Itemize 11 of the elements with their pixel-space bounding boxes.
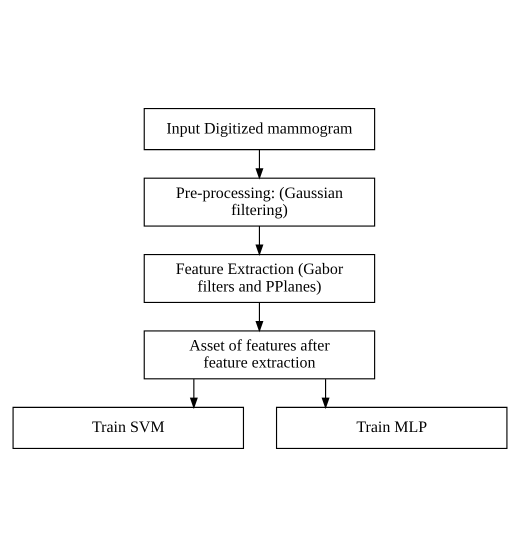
node-box: Train MLP	[276, 406, 508, 448]
node-box: Input Digitized mammogram	[144, 108, 376, 150]
node-box: Feature Extraction (Gabor filters and PPlanes)	[144, 253, 376, 303]
arrow	[255, 302, 264, 332]
node-box: Train SVM	[12, 406, 244, 448]
node-box: Pre-processing: (Gaussian filtering)	[144, 177, 376, 226]
arrow	[255, 226, 264, 256]
node-box: Asset of features after feature extraction	[144, 330, 376, 379]
arrow	[255, 149, 264, 180]
arrow	[190, 378, 198, 409]
arrow	[322, 378, 330, 409]
